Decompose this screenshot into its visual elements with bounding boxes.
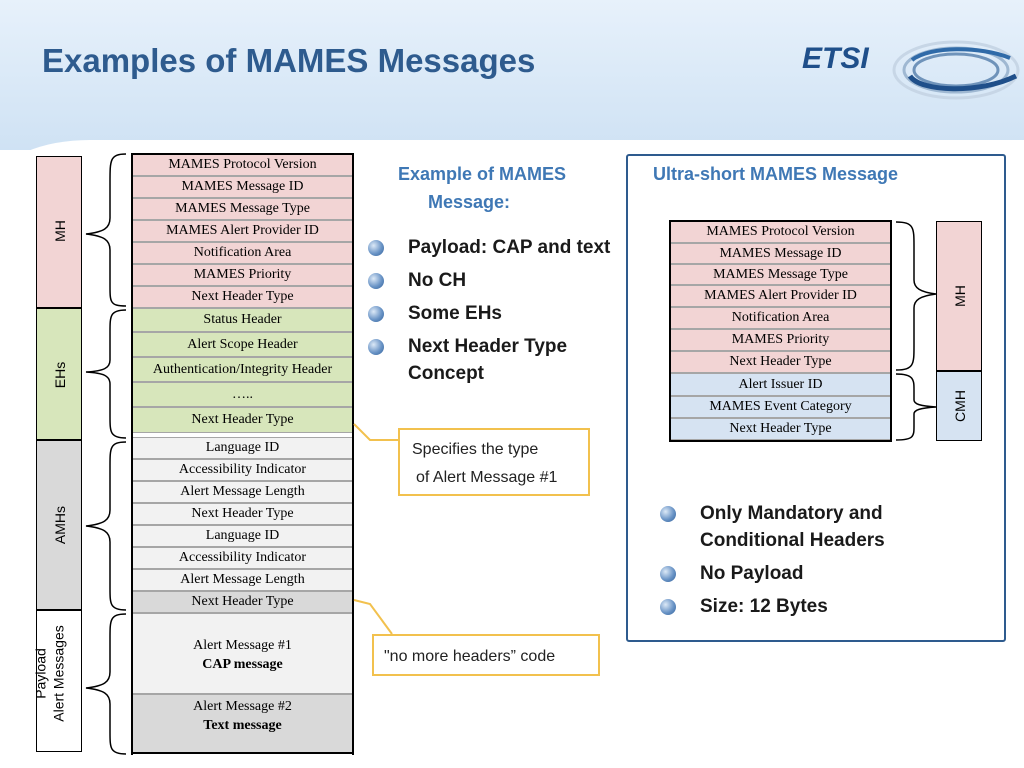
- slide-title: Examples of MAMES Messages: [42, 42, 536, 79]
- left-table-row: MAMES Alert Provider ID: [132, 220, 353, 242]
- payload1-line2: CAP message: [202, 657, 283, 672]
- example-bullets: Payload: CAP and text No CH Some EHs Nex…: [368, 234, 638, 393]
- ultra-bullet: Size: 12 Bytes: [660, 593, 960, 620]
- left-table-row: MAMES Message ID: [132, 176, 353, 198]
- example-heading-line1: Example of MAMES: [397, 164, 567, 184]
- left-table-row: Language ID: [132, 525, 353, 547]
- example-heading-line2: Message:: [428, 192, 511, 212]
- left-table-row: Alert Message Length: [132, 569, 353, 591]
- ultra-table-row: MAMES Protocol Version: [670, 221, 891, 243]
- left-table-row: Alert Scope Header: [132, 332, 353, 357]
- example-bullet: Next Header Type: [368, 333, 638, 360]
- left-table-row: Next Header Type: [132, 503, 353, 525]
- left-table-row: Alert Message Length: [132, 481, 353, 503]
- amhs-label: AMHs: [52, 505, 68, 545]
- left-table-row: MAMES Protocol Version: [132, 154, 353, 176]
- ultra-table-row: MAMES Priority: [670, 329, 891, 351]
- alert-messages-label: Alert Messages: [50, 625, 67, 722]
- left-brackets: [85, 153, 127, 755]
- bullet-icon: [368, 273, 384, 289]
- logo-swoosh-icon: [892, 40, 1020, 100]
- ultra-cmh-side-box: CMH: [936, 371, 982, 441]
- left-table-row: Notification Area: [132, 242, 353, 264]
- ultra-table-row: MAMES Event Category: [670, 396, 891, 418]
- ehs-label: EHs: [52, 361, 68, 389]
- left-table-row: Authentication/Integrity Header: [132, 357, 353, 382]
- header-band: [0, 0, 1024, 150]
- ultra-table-row: Notification Area: [670, 307, 891, 329]
- left-table-row: …..: [132, 382, 353, 407]
- callout2-connector: [353, 599, 393, 635]
- ultra-brackets: [895, 221, 937, 441]
- ultra-table-row: MAMES Message Type: [670, 264, 891, 285]
- left-table-row: MAMES Priority: [132, 264, 353, 286]
- left-table-row: Next Header Type: [132, 407, 353, 433]
- ultra-table-row: Next Header Type: [670, 351, 891, 373]
- left-table-row: Status Header: [132, 308, 353, 332]
- bullet-icon: [368, 306, 384, 322]
- payload1-line1: Alert Message #1: [193, 638, 292, 653]
- ultra-bullet: No Payload: [660, 560, 960, 587]
- left-table-row: Language ID: [132, 437, 353, 459]
- ultra-table-row: Alert Issuer ID: [670, 373, 891, 396]
- mh-label: MH: [52, 220, 68, 242]
- ultra-cmh-label: CMH: [952, 390, 968, 422]
- bullet-icon: [660, 599, 676, 615]
- left-table-row: MAMES Message Type: [132, 198, 353, 220]
- ultra-bullet: Only Mandatory and: [660, 500, 960, 527]
- ultra-table-row: MAMES Alert Provider ID: [670, 285, 891, 307]
- ultra-mh-side-box: MH: [936, 221, 982, 371]
- example-heading: Example of MAMES Message:: [390, 160, 574, 216]
- payload-label: Payload: [32, 648, 49, 699]
- left-table-row: Accessibility Indicator: [132, 547, 353, 569]
- callout-alert-type: Specifies the type of Alert Message #1: [398, 428, 590, 496]
- left-table-row: Next Header Type: [132, 591, 353, 613]
- ultra-bullets: Only Mandatory and Conditional Headers N…: [660, 500, 960, 626]
- ultra-table-row: Next Header Type: [670, 418, 891, 440]
- bullet-icon: [660, 566, 676, 582]
- payload-alert-message-2: Alert Message #2 Text message: [132, 694, 353, 754]
- bullet-icon: [368, 339, 384, 355]
- left-table-row: Accessibility Indicator: [132, 459, 353, 481]
- ultra-heading: Ultra-short MAMES Message: [653, 164, 899, 184]
- ultra-bullet-continuation: Conditional Headers: [700, 530, 885, 551]
- example-bullet: Payload: CAP and text: [368, 234, 638, 261]
- ultra-mh-label: MH: [952, 285, 968, 307]
- payload2-line2: Text message: [203, 718, 282, 733]
- payload-alert-message-1: Alert Message #1 CAP message: [132, 613, 353, 694]
- amhs-side-box: AMHs: [36, 440, 82, 610]
- example-bullet: No CH: [368, 267, 638, 294]
- left-table-row: Next Header Type: [132, 286, 353, 308]
- logo-text: ETSI: [802, 42, 869, 75]
- example-bullet-continuation: Concept: [408, 363, 484, 384]
- ehs-side-box: EHs: [36, 308, 82, 440]
- callout1-connector: [353, 423, 400, 441]
- callout-no-more-headers: "no more headers” code: [372, 634, 600, 676]
- payload2-line1: Alert Message #2: [193, 699, 292, 714]
- example-bullet: Some EHs: [368, 300, 638, 327]
- bullet-icon: [368, 240, 384, 256]
- mh-side-box: MH: [36, 156, 82, 308]
- ultra-table-row: MAMES Message ID: [670, 243, 891, 264]
- payload-side-box: Payload Alert Messages: [32, 610, 82, 752]
- bullet-icon: [660, 506, 676, 522]
- etsi-logo: ETSI: [802, 36, 1022, 106]
